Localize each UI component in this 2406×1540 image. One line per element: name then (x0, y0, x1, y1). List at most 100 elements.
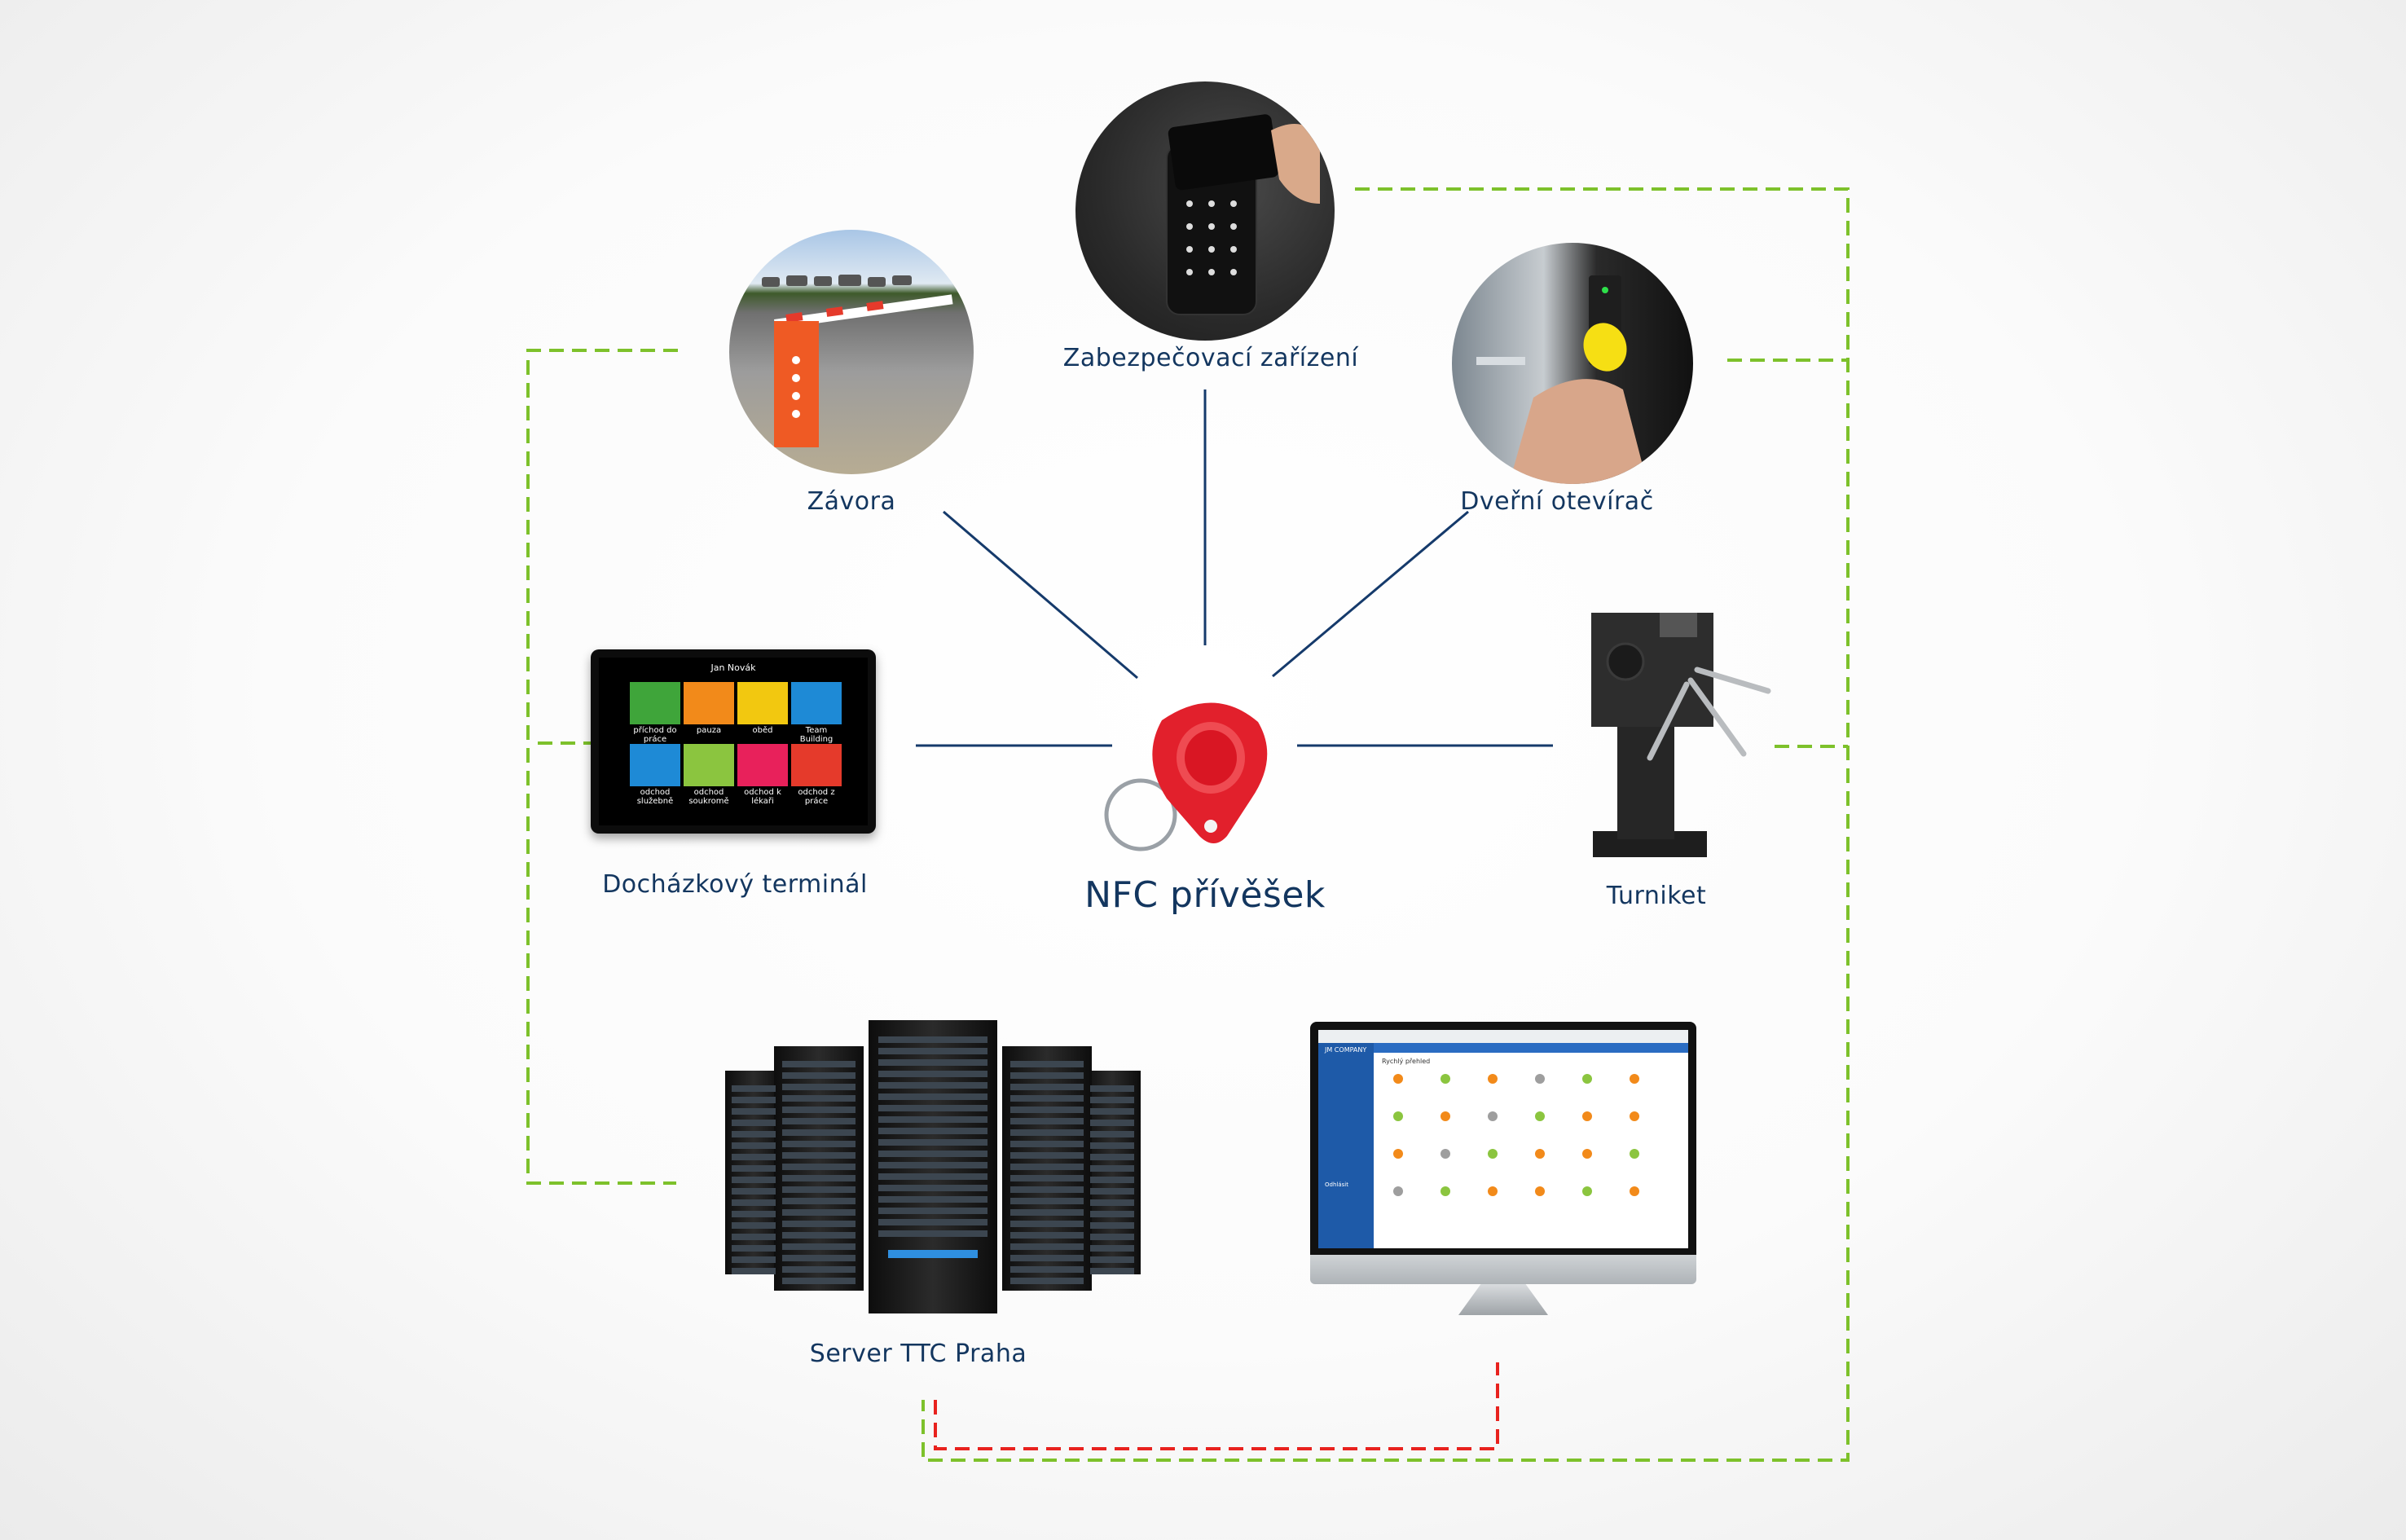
red-link-server-pc (934, 1362, 1499, 1450)
terminal-tile[interactable] (737, 744, 788, 786)
server-slot (1010, 1266, 1084, 1273)
server-slot (1090, 1108, 1134, 1115)
server-slot (878, 1128, 987, 1134)
terminal-tile[interactable] (630, 682, 680, 724)
server-slot (732, 1120, 776, 1126)
server-slot (1010, 1084, 1084, 1090)
employee-avatar[interactable] (1441, 1186, 1450, 1196)
server-slot (782, 1266, 856, 1273)
terminal-tile[interactable] (684, 682, 734, 724)
employee-avatar[interactable] (1535, 1186, 1545, 1196)
server-slot (1010, 1129, 1084, 1136)
server-slot (878, 1173, 987, 1180)
server-slot (878, 1082, 987, 1089)
server-slot (1090, 1245, 1134, 1252)
server-slot (732, 1188, 776, 1195)
employee-avatar[interactable] (1630, 1186, 1639, 1196)
terminal-tile[interactable] (630, 744, 680, 786)
employee-avatar[interactable] (1393, 1074, 1403, 1084)
terminal-tile[interactable] (737, 682, 788, 724)
server-slot (782, 1061, 856, 1067)
employee-avatar[interactable] (1582, 1186, 1592, 1196)
employee-avatar[interactable] (1582, 1149, 1592, 1159)
employee-avatar[interactable] (1488, 1149, 1498, 1159)
server-slot (878, 1196, 987, 1203)
server-slot (782, 1118, 856, 1124)
server-slot (732, 1085, 776, 1092)
employee-avatar[interactable] (1441, 1149, 1450, 1159)
employee-avatar[interactable] (1488, 1186, 1498, 1196)
label-security: Zabezpečovací zařízení (1062, 344, 1359, 372)
server-slot (1010, 1141, 1084, 1147)
server-slot (782, 1141, 856, 1147)
server-slot (782, 1186, 856, 1193)
terminal-user-name: Jan Novák (710, 662, 756, 673)
employee-avatar[interactable] (1630, 1074, 1639, 1084)
server-slot (782, 1164, 856, 1170)
label-nfc: NFC přívěšek (1084, 874, 1326, 916)
employee-avatar[interactable] (1535, 1149, 1545, 1159)
terminal-tile-label: odchod služebně (636, 788, 674, 806)
employee-avatar[interactable] (1441, 1111, 1450, 1121)
terminal-tile[interactable] (791, 744, 842, 786)
employee-avatar[interactable] (1630, 1111, 1639, 1121)
server-slot (782, 1072, 856, 1079)
server-slot (1090, 1234, 1134, 1240)
server-slot (1010, 1061, 1084, 1067)
server-slot (782, 1129, 856, 1136)
employee-avatar[interactable] (1393, 1111, 1403, 1121)
door-opener-photo (1452, 243, 1693, 484)
terminal-tile[interactable] (791, 682, 842, 724)
server-slot (1090, 1120, 1134, 1126)
employee-avatar[interactable] (1535, 1074, 1545, 1084)
server-slot (782, 1255, 856, 1261)
server-slot (732, 1142, 776, 1149)
employee-avatar[interactable] (1393, 1186, 1403, 1196)
server-slot (1010, 1107, 1084, 1113)
server-slot (878, 1208, 987, 1214)
server-slot (1010, 1175, 1084, 1181)
employee-avatar[interactable] (1582, 1111, 1592, 1121)
monitor-screen: JM COMPANY Odhlásit Rychlý přehled (1318, 1030, 1688, 1248)
server-slot (1010, 1221, 1084, 1227)
server-rack-icon (725, 1020, 1141, 1313)
server-slot (878, 1139, 987, 1146)
terminal-tile[interactable] (684, 744, 734, 786)
server-slot (878, 1230, 987, 1237)
server-slot (782, 1198, 856, 1204)
logout-button[interactable]: Odhlásit (1325, 1181, 1348, 1188)
server-slot (1010, 1186, 1084, 1193)
green-link-right (921, 187, 1850, 1462)
employee-avatar[interactable] (1630, 1149, 1639, 1159)
employee-avatar[interactable] (1393, 1149, 1403, 1159)
terminal-tile-label: Team Building (799, 726, 834, 744)
label-turnstile: Turniket (1606, 882, 1707, 910)
server-slot (878, 1093, 987, 1100)
employee-avatar[interactable] (1488, 1074, 1498, 1084)
server-slot (732, 1108, 776, 1115)
terminal-tile-label: pauza (696, 726, 722, 735)
server-slot (732, 1165, 776, 1172)
employee-avatar[interactable] (1441, 1074, 1450, 1084)
monitor: JM COMPANY Odhlásit Rychlý přehled (1310, 1022, 1696, 1315)
server-slot (878, 1048, 987, 1054)
server-slot (1010, 1198, 1084, 1204)
server-slot (782, 1278, 856, 1284)
label-door: Dveřní otevírač (1460, 487, 1654, 516)
server-slot (732, 1234, 776, 1240)
barrier-photo (729, 230, 974, 474)
green-link-left (526, 349, 678, 1185)
turnstile-icon (1591, 613, 1771, 857)
employee-avatar[interactable] (1535, 1111, 1545, 1121)
server-slot (732, 1268, 776, 1274)
server-slot (1090, 1154, 1134, 1160)
employee-avatar[interactable] (1582, 1074, 1592, 1084)
server-slot (782, 1243, 856, 1250)
server-slot (1010, 1243, 1084, 1250)
server-slot (1090, 1165, 1134, 1172)
server-slot (1010, 1209, 1084, 1216)
employee-avatar[interactable] (1488, 1111, 1498, 1121)
